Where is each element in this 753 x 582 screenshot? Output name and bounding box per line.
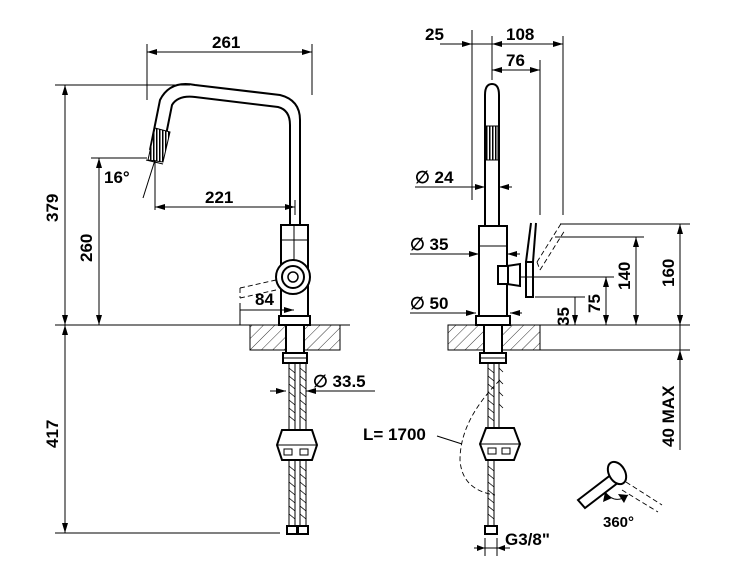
dim-lever-height-side: 75 (585, 294, 604, 313)
dim-hose-diameter: ∅ 33.5 (313, 372, 366, 391)
dim-handle-reach: 108 (506, 25, 534, 44)
dim-aerator-angle: 16° (104, 168, 130, 187)
front-spout-inner (162, 95, 291, 225)
front-spout-outer (149, 83, 301, 225)
dim-spout-reach: 261 (212, 33, 240, 52)
dim-hose-length: L= 1700 (363, 425, 426, 444)
side-lever (525, 261, 534, 298)
dim-handle-top-height: 160 (659, 259, 678, 287)
dim-lever-reach: 76 (506, 51, 525, 70)
dim-total-height: 379 (43, 194, 62, 222)
dim-body-diameter: ∅ 35 (410, 235, 448, 254)
dim-below-counter: 417 (43, 420, 62, 448)
dim-aerator-height: 260 (77, 234, 96, 262)
front-aerator-grip (147, 127, 171, 163)
dim-base-diameter: ∅ 50 (410, 294, 448, 313)
rotation-icon: 360° (576, 460, 663, 531)
dim-aerator-reach: 221 (205, 188, 233, 207)
dim-offset-top: 25 (425, 25, 444, 44)
dim-lever-height: 84 (255, 290, 274, 309)
dim-handle-height: 140 (615, 262, 634, 290)
dim-lever-base-height: 35 (554, 307, 573, 326)
side-pullout-hose (459, 379, 501, 496)
dim-counter-thickness: 40 MAX (659, 385, 678, 447)
side-view: 25 108 76 ∅ 24 ∅ 35 ∅ 50 35 75 (363, 25, 690, 556)
front-view: 261 379 260 16° 221 84 417 (43, 33, 375, 535)
rotation-label: 360° (603, 514, 634, 531)
dim-connection: G3/8" (505, 530, 550, 549)
side-spout-grip (485, 125, 499, 161)
dim-spout-diameter: ∅ 24 (415, 168, 454, 187)
